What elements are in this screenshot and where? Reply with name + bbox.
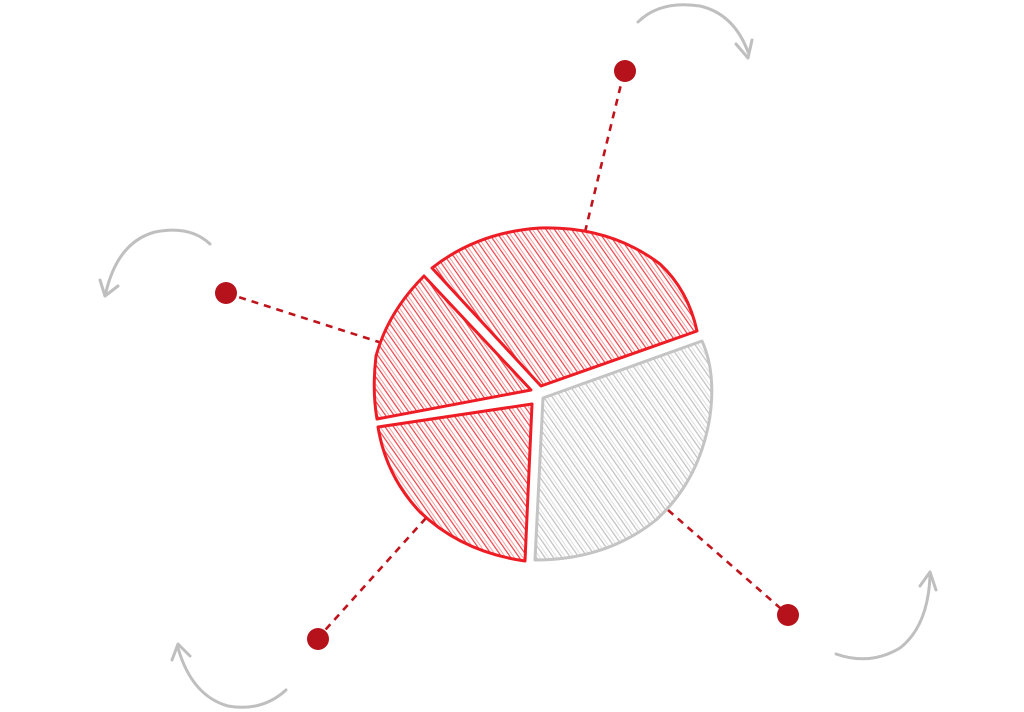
connector-lines (225, 71, 788, 639)
connector-top-right (583, 71, 626, 233)
connector-bottom-left (317, 517, 427, 639)
callout-dot-top-left (215, 282, 237, 304)
pie-slice-top (430, 226, 699, 388)
arrow-top-right-icon (636, 3, 754, 60)
callout-dot-bottom-left (307, 628, 329, 650)
curved-arrows (98, 3, 938, 709)
connector-bottom-right (667, 509, 788, 615)
callout-dot-bottom-right (777, 604, 799, 626)
arrow-bottom-left-icon (170, 642, 288, 709)
pie-slice-left (372, 274, 533, 421)
pie-slice-right (533, 339, 714, 562)
callout-dots (215, 60, 799, 650)
pie-chart (372, 226, 714, 563)
arrow-top-left-icon (98, 228, 212, 298)
connector-top-left (225, 291, 383, 345)
pie-slice-bottom-left (376, 402, 534, 563)
arrow-bottom-right-icon (834, 570, 938, 661)
callout-dot-top-right (614, 60, 636, 82)
